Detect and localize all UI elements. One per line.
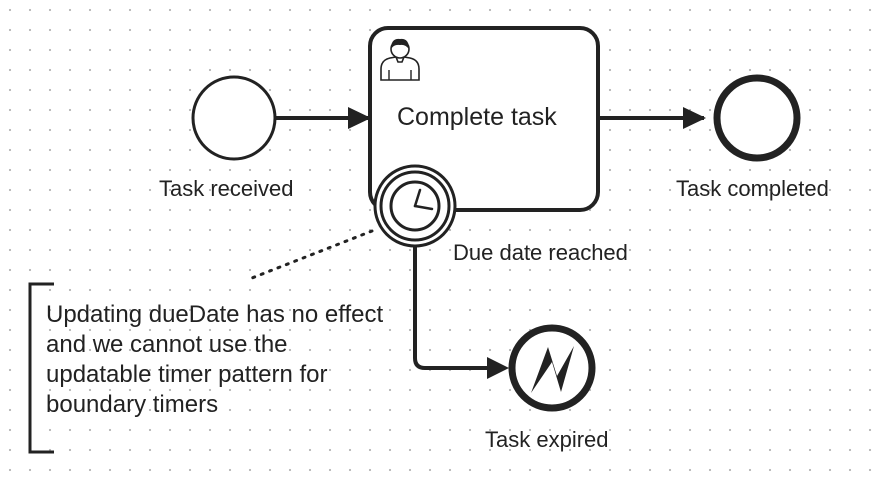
start-event-label: Task received (159, 176, 294, 201)
arrowhead-timer-to-expired (487, 357, 509, 379)
annotation-bracket (28, 282, 54, 454)
annotation-association[interactable] (250, 229, 374, 280)
user-task[interactable] (368, 26, 600, 212)
arrowhead-start-to-task (348, 107, 371, 129)
clock-icon (389, 180, 441, 232)
user-icon (380, 38, 420, 81)
arrowhead-task-to-end (683, 107, 706, 129)
end-event-completed-label: Task completed (676, 176, 829, 201)
end-event-expired-label: Task expired (485, 427, 609, 452)
start-event[interactable] (191, 75, 277, 161)
boundary-timer-label: Due date reached (453, 240, 628, 265)
task-label: Complete task (397, 103, 557, 131)
flow-timer-to-expired[interactable] (413, 246, 496, 370)
end-event-completed[interactable] (713, 74, 801, 162)
text-annotation: Updating dueDate has no effect and we ca… (46, 301, 384, 418)
end-event-expired[interactable] (508, 324, 596, 412)
lightning-icon (531, 346, 574, 393)
